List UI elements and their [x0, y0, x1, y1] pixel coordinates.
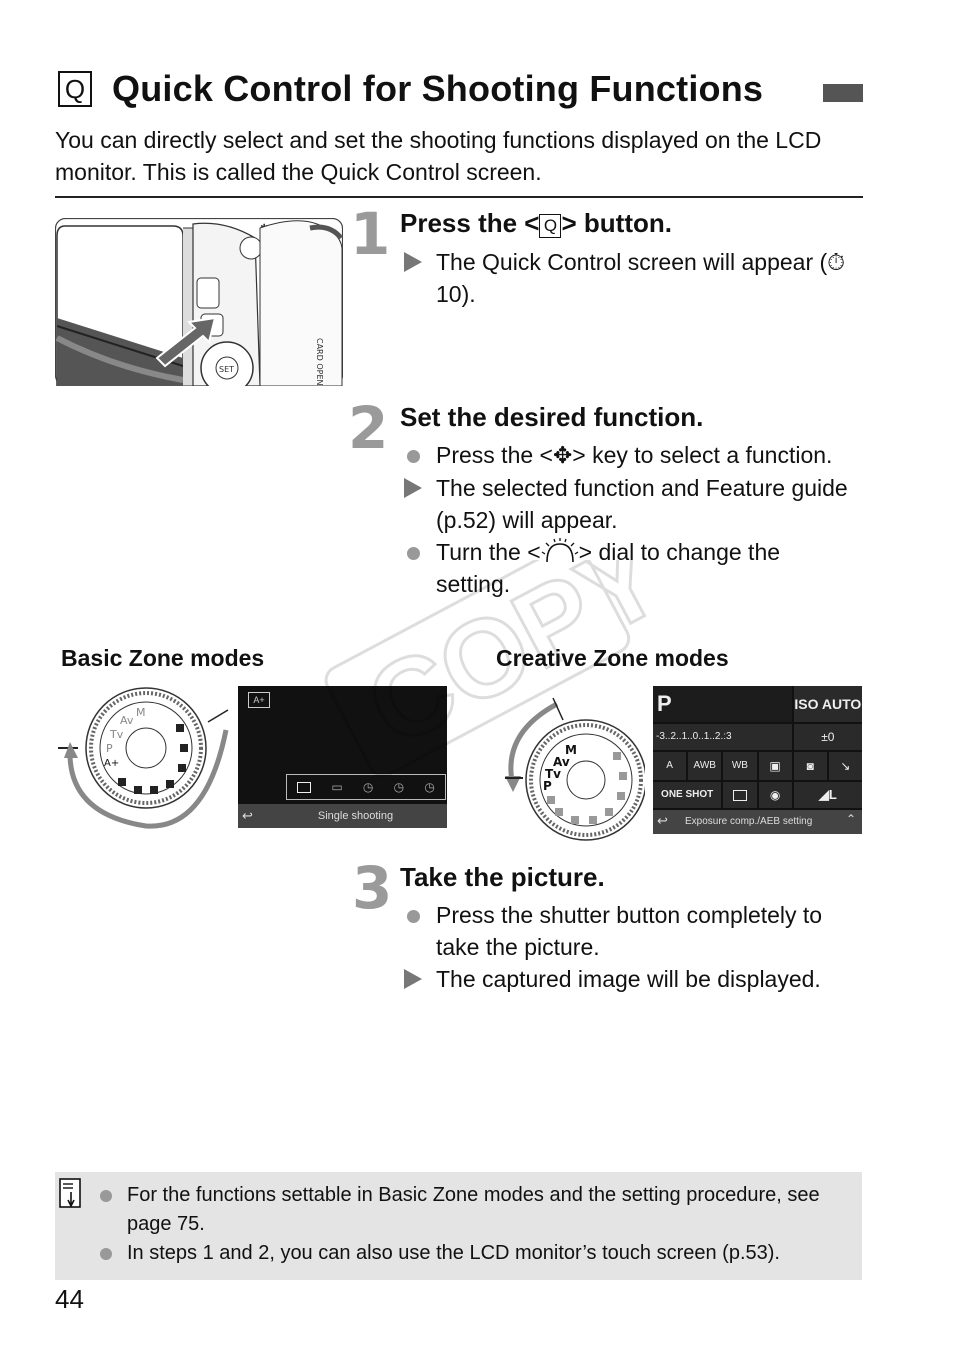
list-item: Turn the <> dial to change the setting.: [400, 536, 860, 600]
result-triangle-icon: [404, 252, 422, 272]
continuous-shooting-icon[interactable]: ▭: [331, 780, 343, 794]
self-timer-icon[interactable]: ◷: [362, 780, 374, 794]
note-list: For the functions settable in Basic Zone…: [100, 1181, 850, 1268]
return-icon[interactable]: ↩: [657, 813, 668, 828]
quick-control-icon: Q: [539, 214, 562, 238]
step-3-title: Take the picture.: [400, 862, 605, 892]
basic-zone-quick-control-screen: A+ ▭ ◷ ◷ ◷ ↩ Single shooting: [238, 686, 447, 828]
svg-text:Av: Av: [120, 714, 134, 727]
bullet-dot-icon: [100, 1190, 112, 1202]
main-dial-icon: [541, 538, 579, 564]
creative-zone-label: Creative Zone modes: [496, 645, 729, 671]
intro-paragraph: You can directly select and set the shoo…: [55, 127, 822, 185]
self-timer-2s-icon[interactable]: ◷: [393, 780, 405, 794]
af-mode-setting[interactable]: ONE SHOT: [653, 782, 722, 808]
title-bar-decoration: [823, 84, 863, 102]
result-triangle-icon: [404, 969, 422, 989]
scene-intelligent-auto-icon: A+: [248, 692, 270, 708]
step-number-1: 1: [350, 200, 391, 268]
step-2-title: Set the desired function.: [400, 402, 704, 432]
bullet-dot-icon: [407, 547, 420, 560]
white-balance-setting[interactable]: AWB: [688, 752, 722, 780]
result-triangle-icon: [404, 478, 422, 498]
status-bar: ↩ Single shooting: [238, 804, 447, 828]
return-icon[interactable]: ↩: [242, 808, 253, 823]
memo-icon: [59, 1178, 81, 1208]
exposure-comp-scale[interactable]: -3..2..1..0..1..2.:3: [653, 724, 792, 750]
image-quality-setting[interactable]: ◢L: [793, 782, 862, 808]
shooting-mode-value[interactable]: P: [653, 686, 792, 722]
single-shooting-icon[interactable]: [297, 781, 312, 793]
camera-back-illustration: ✱ SET CARD OPEN: [54, 217, 344, 395]
copy-watermark: COPY: [300, 513, 683, 795]
list-item: The selected function and Feature guide …: [400, 472, 860, 536]
step-3-items: Press the shutter button completely to t…: [400, 899, 870, 995]
status-text: Exposure comp./AEB setting: [685, 816, 813, 827]
title-text: Quick Control for Shooting Functions: [112, 68, 764, 109]
svg-text:Tv: Tv: [545, 767, 561, 781]
svg-text:M: M: [136, 706, 146, 719]
step-2-items: Press the <✥> key to select a function. …: [400, 439, 860, 600]
list-item: Press the <✥> key to select a function.: [400, 439, 860, 472]
auto-lighting-optimizer-icon[interactable]: ▣: [758, 752, 792, 780]
bullet-dot-icon: [407, 450, 420, 463]
svg-text:Av: Av: [553, 755, 570, 769]
drive-mode-setting[interactable]: [723, 782, 757, 808]
list-item: In steps 1 and 2, you can also use the L…: [100, 1239, 850, 1268]
section-divider: [55, 196, 863, 198]
svg-text:A+: A+: [104, 758, 119, 769]
svg-text:P: P: [543, 779, 552, 793]
timer-icon: ⏱: [827, 249, 846, 275]
bullet-dot-icon: [100, 1248, 112, 1260]
watermark-text: COPY: [348, 560, 660, 770]
svg-text:Tv: Tv: [109, 728, 124, 741]
basic-zone-label: Basic Zone modes: [61, 645, 265, 671]
list-item: For the functions settable in Basic Zone…: [100, 1181, 850, 1239]
svg-text:CARD OPEN: CARD OPEN: [315, 338, 324, 385]
step-number-3: 3: [352, 854, 393, 922]
svg-text:SET: SET: [219, 365, 234, 374]
self-timer-continuous-icon[interactable]: ◷: [424, 780, 435, 794]
drive-mode-selector[interactable]: ▭ ◷ ◷ ◷: [286, 774, 446, 800]
spot-metering-icon[interactable]: ◉: [758, 782, 792, 808]
bullet-dot-icon: [407, 910, 420, 923]
flash-control-icon[interactable]: ↘: [828, 752, 862, 780]
metering-mode-icon[interactable]: ◙: [793, 752, 827, 780]
cross-keys-icon: ✥: [552, 443, 573, 469]
list-item: The captured image will be displayed.: [400, 963, 870, 995]
wb-correction-setting[interactable]: WB: [723, 752, 757, 780]
status-text: Single shooting: [317, 810, 394, 822]
flash-exposure-comp[interactable]: ±0: [793, 724, 862, 750]
list-item: The Quick Control screen will appear (⏱1…: [400, 246, 860, 310]
iso-setting[interactable]: ISO AUTO: [793, 686, 862, 722]
page-number: 44: [55, 1284, 84, 1314]
page-title: Q Quick Control for Shooting Functions: [58, 64, 763, 114]
svg-text:M: M: [565, 743, 577, 757]
status-bar: ↩ Exposure comp./AEB setting ⌃: [653, 810, 862, 834]
note-box: [55, 1172, 862, 1280]
single-shooting-icon: [732, 789, 747, 801]
creative-zone-quick-control-screen: P ISO AUTO -3..2..1..0..1..2.:3 ±0 A AWB…: [653, 686, 862, 834]
list-item: Press the shutter button completely to t…: [400, 899, 870, 963]
step-1-items: The Quick Control screen will appear (⏱1…: [400, 246, 860, 310]
chevron-up-icon: ⌃: [845, 812, 856, 826]
step-1-title: Press the <Q> button.: [400, 208, 672, 238]
creative-zone-mode-dial: M Av Tv P: [495, 694, 647, 842]
step-number-2: 2: [348, 394, 389, 462]
basic-zone-mode-dial: M Av Tv P A+: [56, 686, 236, 831]
quick-control-icon: Q: [58, 71, 92, 107]
picture-style-setting[interactable]: A: [653, 752, 687, 780]
svg-text:P: P: [106, 742, 113, 755]
